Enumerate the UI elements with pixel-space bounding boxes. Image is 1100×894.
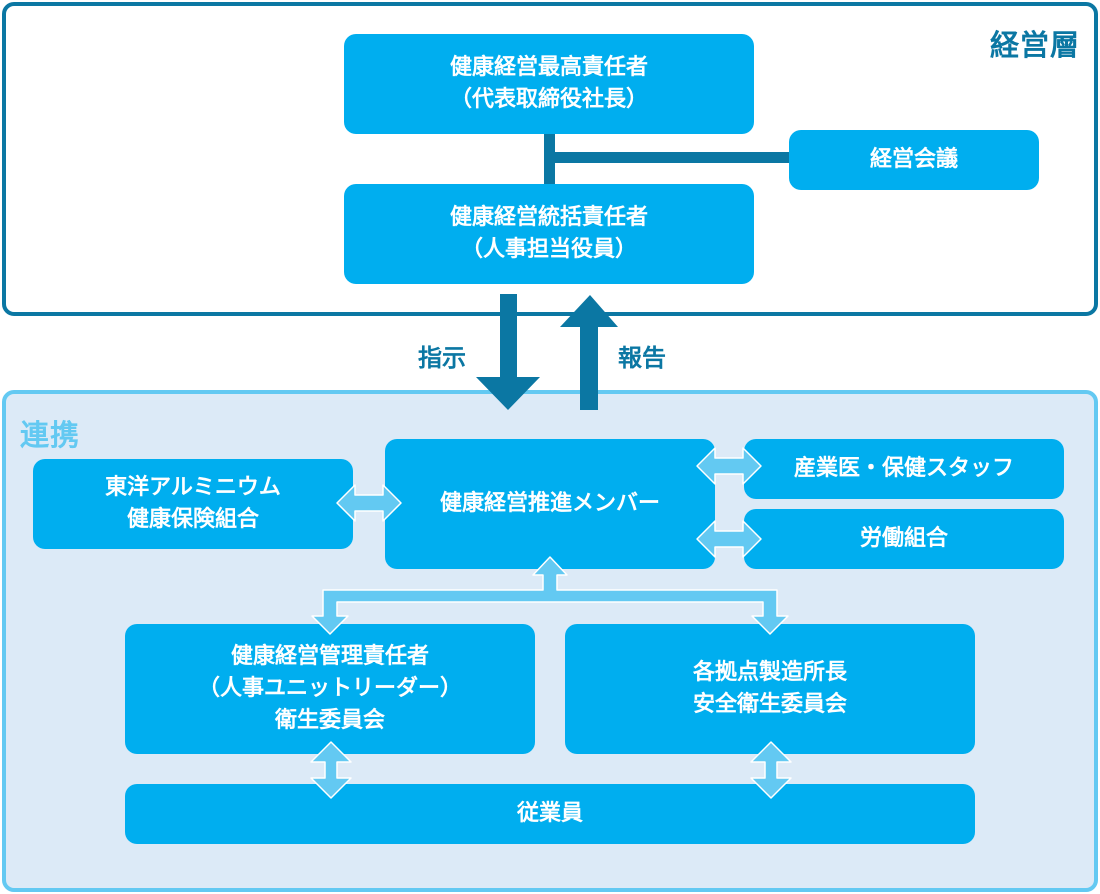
chief-general-connector xyxy=(544,132,555,186)
report-label: 報告 xyxy=(618,344,666,372)
collaboration-title: 連携 xyxy=(20,418,81,452)
plant-managers-box[interactable]: 各拠点製造所長 安全衛生委員会 xyxy=(565,624,975,754)
management-layer-title: 経営層 xyxy=(989,28,1080,62)
chief-officer-box[interactable]: 健康経営最高責任者 （代表取締役社長） xyxy=(344,34,754,134)
meeting-connector xyxy=(555,152,791,163)
instruction-label: 指示 xyxy=(418,344,466,372)
industrial-physician-box[interactable]: 産業医・保健スタッフ xyxy=(744,439,1064,499)
general-officer-box[interactable]: 健康経営統括責任者 （人事担当役員） xyxy=(344,184,754,284)
health-insurance-box[interactable]: 東洋アルミニウム 健康保険組合 xyxy=(33,459,353,549)
promotion-members-box[interactable]: 健康経営推進メンバー xyxy=(385,439,715,569)
labor-union-box[interactable]: 労働組合 xyxy=(744,509,1064,569)
management-meeting-box[interactable]: 経営会議 xyxy=(789,130,1039,190)
management-officer-box[interactable]: 健康経営管理責任者 （人事ユニットリーダー） 衛生委員会 xyxy=(125,624,535,754)
employees-box[interactable]: 従業員 xyxy=(125,784,975,844)
